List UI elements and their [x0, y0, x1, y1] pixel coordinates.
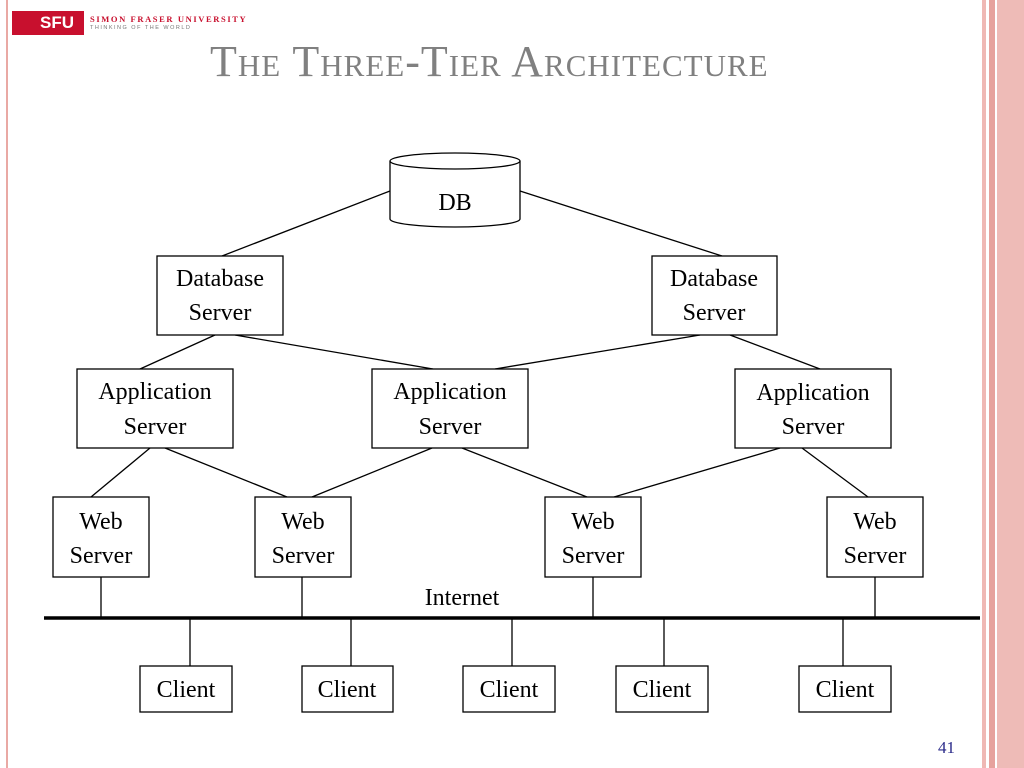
- slide-title: The Three-Tier Architecture: [210, 37, 769, 86]
- right-stripe: [982, 0, 986, 768]
- web-server-3-line1: Web: [571, 509, 614, 535]
- application-server-right: Application Server: [734, 368, 892, 449]
- edge-db-dbserver-left: [221, 190, 391, 257]
- database-cylinder: DB: [389, 152, 521, 228]
- client-1-label: Client: [157, 677, 216, 703]
- web-server-1: Web Server: [52, 496, 150, 578]
- web-server-1-line1: Web: [79, 509, 122, 535]
- edge-dbserver-left-app-left: [139, 334, 216, 370]
- client-5: Client: [798, 665, 892, 713]
- web-server-3: Web Server: [544, 496, 642, 578]
- client-4-label: Client: [633, 677, 692, 703]
- edge-app-mid-web-3: [461, 447, 588, 498]
- web-server-3-line2: Server: [562, 543, 625, 569]
- logo-line-university: SIMON FRASER UNIVERSITY: [90, 13, 248, 24]
- edge-app-mid-web-2: [311, 447, 433, 498]
- client-5-label: Client: [816, 677, 875, 703]
- database-server-left-line1: Database: [176, 266, 264, 292]
- page-number: 41: [938, 738, 955, 757]
- left-accent-line: [6, 0, 8, 768]
- edge-dbserver-right-app-mid: [494, 334, 701, 370]
- application-server-right-line1: Application: [756, 380, 869, 406]
- right-stripe: [989, 0, 995, 768]
- logo-wordmark: SIMON FRASER UNIVERSITY THINKING OF THE …: [90, 13, 248, 32]
- database-server-right-line1: Database: [670, 266, 758, 292]
- edge-app-left-web-1: [90, 447, 151, 498]
- web-server-4: Web Server: [826, 496, 924, 578]
- web-server-4-line1: Web: [853, 509, 896, 535]
- client-2: Client: [301, 665, 394, 713]
- database-server-right-line2: Server: [683, 300, 746, 326]
- application-server-middle-line1: Application: [393, 379, 506, 405]
- application-server-right-line2: Server: [782, 414, 845, 440]
- edge-dbserver-right-app-right: [729, 334, 821, 370]
- application-server-left: Application Server: [76, 368, 234, 449]
- web-server-2-line2: Server: [272, 543, 335, 569]
- client-2-label: Client: [318, 677, 377, 703]
- application-server-left-line1: Application: [98, 379, 211, 405]
- database-server-left-line2: Server: [189, 300, 252, 326]
- application-server-middle: Application Server: [371, 368, 529, 449]
- web-server-2-line1: Web: [281, 509, 324, 535]
- edge-app-left-web-2: [164, 447, 288, 498]
- logo-mark: SFU: [12, 11, 84, 35]
- database-server-right: Database Server: [651, 255, 778, 336]
- application-server-middle-line2: Server: [419, 414, 482, 440]
- application-server-left-line2: Server: [124, 414, 187, 440]
- right-stripe: [997, 0, 1024, 768]
- logo-line-tagline: THINKING OF THE WORLD: [90, 25, 192, 31]
- db-label: DB: [438, 190, 471, 216]
- edge-app-right-web-3: [613, 447, 781, 498]
- internet-label: Internet: [425, 585, 500, 611]
- right-stripe-gap: [987, 0, 989, 768]
- edge-app-right-web-4: [801, 447, 869, 498]
- right-stripe-gap: [995, 0, 997, 768]
- edge-db-dbserver-right: [519, 190, 723, 257]
- web-server-4-line2: Server: [844, 543, 907, 569]
- web-server-1-line2: Server: [70, 543, 133, 569]
- web-server-2: Web Server: [254, 496, 352, 578]
- client-3-label: Client: [480, 677, 539, 703]
- client-3: Client: [462, 665, 556, 713]
- university-logo: SFU SIMON FRASER UNIVERSITY THINKING OF …: [12, 11, 247, 35]
- client-1: Client: [139, 665, 233, 713]
- database-server-left: Database Server: [156, 255, 284, 336]
- edge-dbserver-left-app-mid: [234, 334, 434, 370]
- client-4: Client: [615, 665, 709, 713]
